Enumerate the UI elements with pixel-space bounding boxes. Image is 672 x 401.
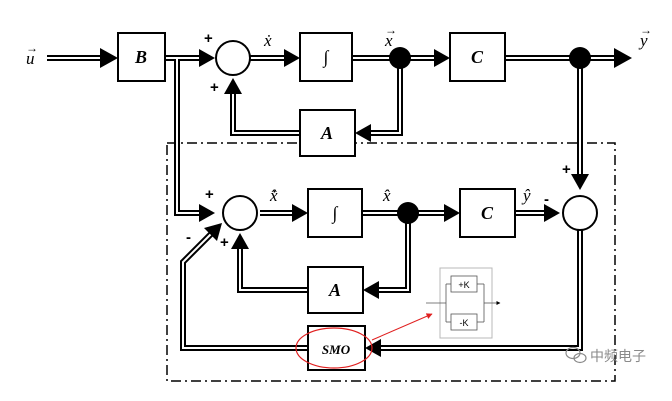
label-y-vec: → (640, 23, 652, 37)
block-A-top: A (299, 109, 356, 157)
label-u-vec: → (26, 41, 38, 55)
label-x-dot: ẋ (263, 31, 272, 50)
sign-err-sum-top: + (562, 161, 571, 178)
output-node (569, 47, 591, 69)
block-integrator-top: ∫ (299, 32, 353, 82)
svg-text:∫: ∫ (332, 203, 339, 224)
bottom-summing-junction (222, 195, 258, 231)
block-SMO: SMO (295, 325, 373, 371)
svg-text:SMO: SMO (322, 342, 351, 357)
inset-sign-function: +K -K (426, 267, 501, 339)
watermark: 中频电子 (565, 346, 646, 365)
sign-bot-sum-left: + (205, 186, 214, 203)
label-yhat: ŷ (521, 186, 531, 205)
error-summing-junction (562, 195, 598, 231)
wechat-icon (565, 346, 587, 364)
label-x-vec: → (385, 23, 397, 37)
block-C-bottom: C (459, 188, 516, 238)
state-node-top (389, 47, 411, 69)
watermark-text: 中频电子 (590, 349, 646, 365)
label-x: x (384, 31, 393, 50)
sign-top-sum-left: + (204, 30, 213, 47)
label-xhat: x̂ (382, 186, 391, 205)
top-summing-junction (215, 40, 251, 76)
sign-err-sum-left: - (544, 191, 549, 208)
state-node-bottom (397, 202, 419, 224)
svg-text:A: A (320, 123, 333, 143)
label-y: y (638, 31, 648, 50)
svg-text:C: C (471, 47, 484, 67)
svg-text:A: A (328, 280, 341, 300)
sign-top-sum-bottom: + (210, 79, 219, 96)
inset-plus-k: +K (458, 280, 469, 290)
sign-bot-sum-feedback: - (186, 229, 191, 246)
label-u: u (26, 49, 35, 68)
sign-bot-sum-bottom: + (220, 234, 229, 251)
observer-boundary (166, 142, 616, 382)
annotation-arrow (371, 313, 433, 341)
arrowheads (100, 48, 632, 357)
label-xhat-dot: x̂̇ (269, 186, 278, 205)
block-B: B (117, 32, 166, 82)
block-C-top: C (449, 32, 506, 82)
svg-text:B: B (134, 47, 147, 67)
svg-text:∫: ∫ (323, 47, 330, 68)
block-A-bottom: A (307, 266, 364, 314)
inset-minus-k: -K (460, 318, 469, 328)
smo-highlight (295, 327, 373, 369)
block-integrator-bottom: ∫ (307, 188, 363, 238)
svg-text:C: C (481, 203, 494, 223)
